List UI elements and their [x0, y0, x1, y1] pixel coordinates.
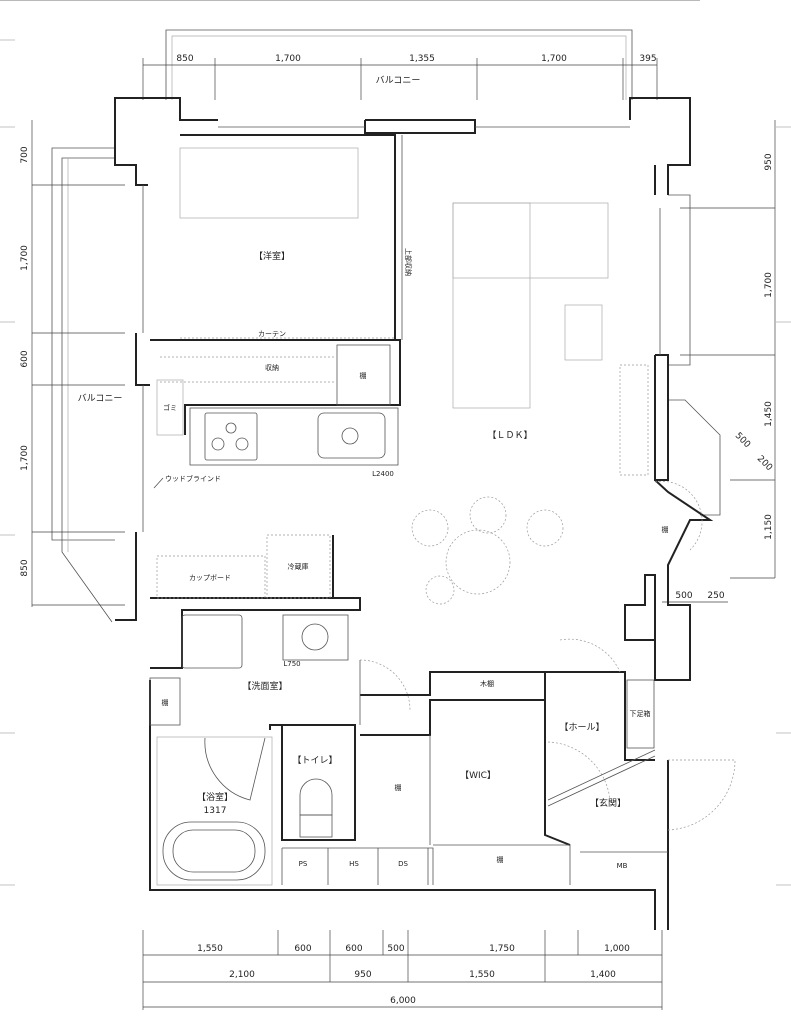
room-ldk-label: 【ＬＤＫ】: [487, 430, 532, 441]
wash-shelf-box: [149, 677, 181, 726]
bottom-shelf-label: 棚: [497, 855, 504, 864]
kitchen-length-label: L2400: [372, 470, 394, 478]
room-hall-label: 【ホール】: [559, 722, 604, 733]
vanity-length-label: L750: [283, 660, 300, 668]
cupboard-box: [156, 555, 266, 599]
dim-right-3: 1,450: [764, 401, 774, 427]
cupboard-label: カップボード: [189, 574, 231, 582]
garbage-box: [156, 379, 184, 436]
dim-left-3: 600: [20, 350, 30, 367]
room-entrance-label: 【玄関】: [590, 797, 626, 809]
page-edge-ticks: [0, 39, 791, 886]
dim-bay-500: 500: [733, 431, 752, 450]
sofa-outline: [452, 202, 609, 409]
dim-left-1: 700: [20, 146, 30, 163]
stove-icon: [204, 412, 258, 461]
shelf-label: 棚: [360, 371, 367, 380]
washbasin-counter: [181, 614, 243, 669]
dim-left-4: 1,700: [20, 445, 30, 471]
shoe-box-label: 下足箱: [630, 709, 651, 718]
wood-blind-label: ウッドブラインド: [165, 474, 221, 483]
dim-top-3: 1,355: [409, 54, 435, 64]
shelf-box: [336, 344, 391, 406]
kitchen-counter: [189, 407, 399, 466]
dim-top-5: 395: [639, 54, 656, 64]
dim-right-4: 1,150: [764, 514, 774, 540]
dim-bottom-6: 1,000: [604, 944, 630, 954]
utility-strip: [281, 844, 668, 885]
storage-label: 収納: [265, 363, 279, 372]
dim-bay-200: 200: [755, 454, 774, 473]
bath-size-label: 1317: [204, 806, 227, 816]
dim-bottom-row2-3: 1,550: [469, 970, 495, 980]
bed-outline: [179, 147, 359, 219]
dining-table-outline: [411, 496, 564, 605]
dim-bottom-row2-4: 1,400: [590, 970, 616, 980]
exterior-walls: [114, 97, 714, 930]
fridge-label: 冷蔵庫: [288, 562, 309, 571]
bathroom-area: [156, 736, 273, 886]
dim-bottom-total: 6,000: [390, 996, 416, 1006]
room-wic-label: 【WIC】: [460, 770, 496, 781]
dim-bottom-5: 1,750: [489, 944, 515, 954]
room-washroom-label: 【洗面室】: [242, 680, 287, 692]
garbage-label: ゴミ: [163, 403, 177, 412]
interior-walls: [150, 134, 655, 846]
dim-top-1: 850: [176, 54, 193, 64]
shoe-box: [626, 679, 655, 749]
dim-left-2: 1,700: [20, 245, 30, 271]
dim-right-bottom-2: 250: [707, 591, 724, 601]
dim-bottom-row2-1: 2,100: [229, 970, 255, 980]
vanity: [282, 614, 349, 661]
room-toilet-label: 【トイレ】: [292, 755, 337, 766]
dim-top-4: 1,700: [541, 54, 567, 64]
dim-right-2: 1,700: [764, 272, 774, 298]
dim-bottom-3: 600: [345, 944, 362, 954]
ps-label: PS: [299, 860, 308, 868]
dim-right-1: 950: [764, 153, 774, 170]
curtain-label: カーテン: [258, 330, 286, 338]
dim-bottom-4: 500: [387, 944, 404, 954]
balcony-top-label: バルコニー: [376, 75, 421, 86]
sink-icon: [317, 412, 386, 459]
wash-shelf-label: 棚: [162, 698, 169, 707]
room-bathroom-label: 【浴室】: [197, 791, 233, 803]
bay-shelf-label: 棚: [662, 525, 669, 534]
dim-bottom-1: 1,550: [197, 944, 223, 954]
balcony-left-label: バルコニー: [78, 393, 123, 404]
hs-label: HS: [349, 860, 359, 868]
bathtub-icon: [162, 821, 266, 881]
dim-right-bottom-1: 500: [675, 591, 692, 601]
toilet-icon: [299, 778, 333, 838]
dim-bottom-row2-2: 950: [354, 970, 371, 980]
dim-bottom-2: 600: [294, 944, 311, 954]
wic-shelf-label: 棚: [395, 783, 402, 792]
ds-label: DS: [398, 860, 408, 868]
dim-left-5: 850: [20, 559, 30, 576]
dim-top-2: 1,700: [275, 54, 301, 64]
vanity-bowl: [301, 623, 329, 651]
bottom-dimension-lines: [142, 930, 663, 1010]
right-dimension-line: 425" x2="755" y2="463"/>: [0, 0, 776, 603]
wood-shelf-label: 木棚: [480, 679, 494, 688]
upper-storage-label: 上部収納: [404, 248, 413, 276]
left-balcony: [31, 120, 125, 623]
room-western-label: 【洋室】: [254, 250, 290, 262]
fridge-box: [266, 534, 331, 599]
mb-label: MB: [617, 862, 628, 870]
top-dimension-line: [142, 58, 658, 100]
